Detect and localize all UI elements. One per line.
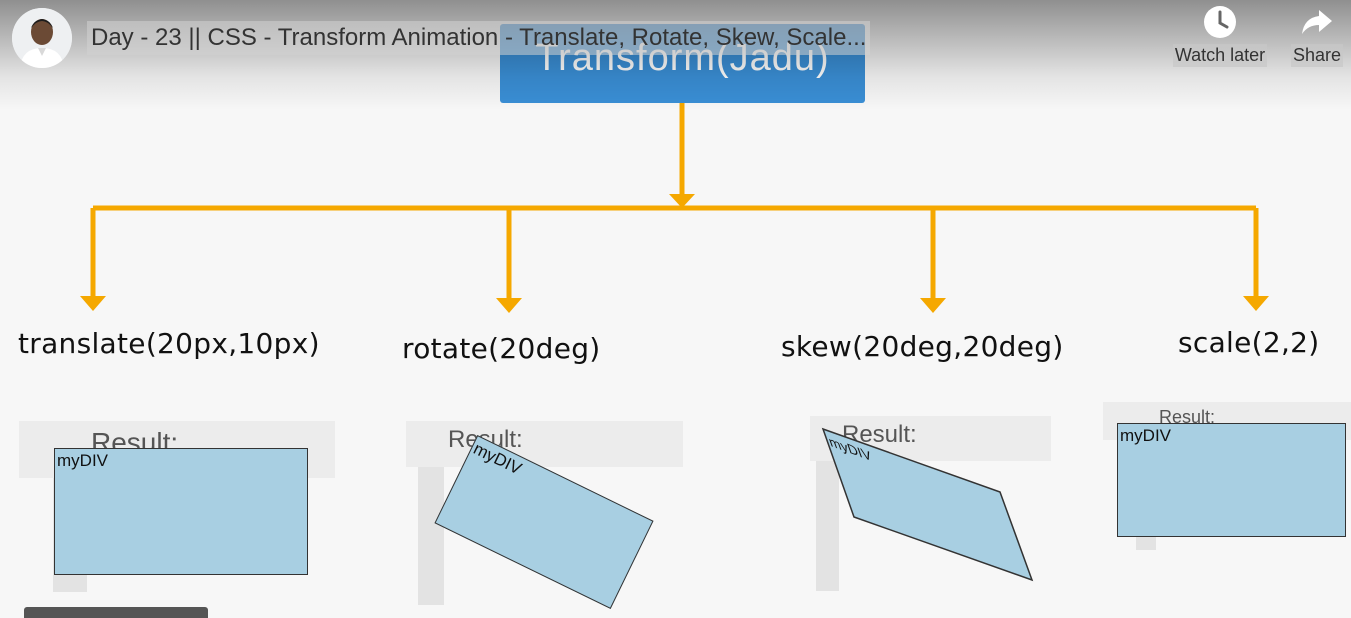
scale-mydiv: myDIV bbox=[1117, 423, 1346, 537]
share-label: Share bbox=[1290, 44, 1344, 67]
avatar-person-icon bbox=[12, 8, 72, 68]
player-bottom-tab[interactable] bbox=[24, 607, 208, 618]
watch-later-label: Watch later bbox=[1172, 44, 1268, 67]
skew-mydiv bbox=[821, 427, 1034, 582]
translate-label: translate(20px,10px) bbox=[18, 327, 320, 360]
skew-frame bbox=[816, 461, 839, 591]
skew-label: skew(20deg,20deg) bbox=[781, 330, 1064, 363]
arrowhead-scale bbox=[1243, 296, 1269, 311]
scale-label: scale(2,2) bbox=[1178, 326, 1320, 359]
video-title[interactable]: Day - 23 || CSS - Transform Animation - … bbox=[87, 21, 871, 55]
rotate-frame bbox=[418, 467, 444, 605]
skew-mydiv-shape bbox=[821, 427, 1034, 582]
channel-avatar[interactable] bbox=[12, 8, 72, 68]
arrowhead-rotate bbox=[496, 298, 522, 313]
share-arrow-icon bbox=[1302, 10, 1332, 34]
translate-mydiv-text: myDIV bbox=[57, 451, 108, 470]
scale-mydiv-text: myDIV bbox=[1120, 426, 1171, 445]
arrowhead-translate bbox=[80, 296, 106, 311]
translate-mydiv: myDIV bbox=[54, 448, 308, 575]
clock-icon bbox=[1204, 6, 1236, 38]
watch-later-button[interactable]: Watch later bbox=[1168, 4, 1272, 67]
rotate-label: rotate(20deg) bbox=[402, 332, 601, 365]
arrowhead-trunk bbox=[669, 194, 695, 208]
share-button[interactable]: Share bbox=[1288, 4, 1346, 67]
scale-result-label: Result: bbox=[1159, 407, 1216, 427]
arrowhead-skew bbox=[920, 298, 946, 313]
